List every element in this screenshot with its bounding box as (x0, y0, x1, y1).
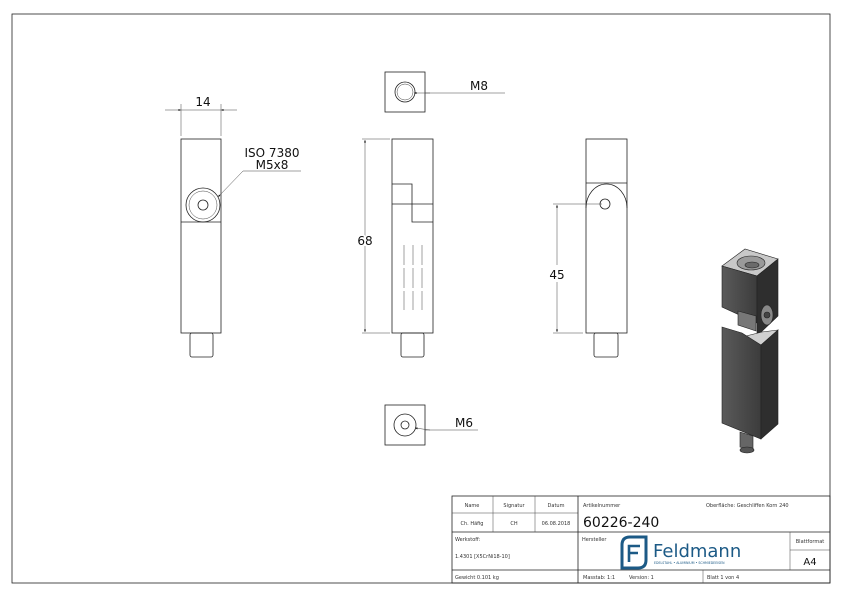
feldmann-logo: Feldmann EDELSTAHL • ALUMINIUM • SCHMIED… (620, 535, 741, 570)
signatur-value: CH (510, 521, 517, 527)
signatur-label: Signatur (503, 503, 525, 509)
werkstoff-label: Werkstoff: (455, 537, 481, 543)
name-label: Name (465, 503, 480, 509)
rear-view: 45 (548, 138, 628, 358)
bottom-view: M6 (384, 404, 478, 446)
dimension-hole-height: 45 (549, 268, 564, 282)
bottom-thread-callout: M6 (455, 416, 473, 430)
hersteller-label: Hersteller (582, 537, 607, 543)
version: Version: 1 (629, 575, 654, 581)
gewicht: Gewicht 0.101 kg (455, 575, 499, 581)
massstab: Masstab: 1:1 (583, 575, 615, 581)
top-view: M8 (384, 71, 505, 113)
side-view: 68 (356, 138, 434, 358)
datum-value: 06.08.2018 (542, 521, 571, 527)
name-value: Ch. Häfig (461, 521, 484, 527)
dimension-width: 14 (195, 95, 210, 109)
blattformat-label: Blattformat (796, 539, 825, 545)
artikel-label: Artikelnummer (583, 503, 621, 509)
top-thread-callout: M8 (470, 79, 488, 93)
screw-callout-line2: M5x8 (256, 158, 289, 172)
blatt: Blatt 1 von 4 (707, 575, 739, 581)
werkstoff-value: 1.4301 [X5CrNi18-10] (455, 554, 510, 560)
datum-label: Datum (548, 503, 565, 509)
blattformat-value: A4 (803, 557, 816, 568)
logo-text: Feldmann (653, 541, 741, 562)
isometric-view (721, 248, 779, 454)
oberflaeche: Oberfläche: Geschliffen Korn 240 (706, 503, 789, 509)
logo-tagline: EDELSTAHL • ALUMINIUM • SCHMIEDEEISEN (654, 561, 725, 565)
screw-callout-line1: ISO 7380 (245, 146, 300, 160)
dimension-height: 68 (357, 234, 372, 248)
drawing-frame (11, 13, 831, 584)
artikel-number: 60226-240 (583, 515, 659, 531)
front-view: 14 ISO 7380 M5x8 (165, 95, 301, 358)
title-block: Name Signatur Datum Ch. Häfig CH 06.08.2… (451, 495, 831, 584)
